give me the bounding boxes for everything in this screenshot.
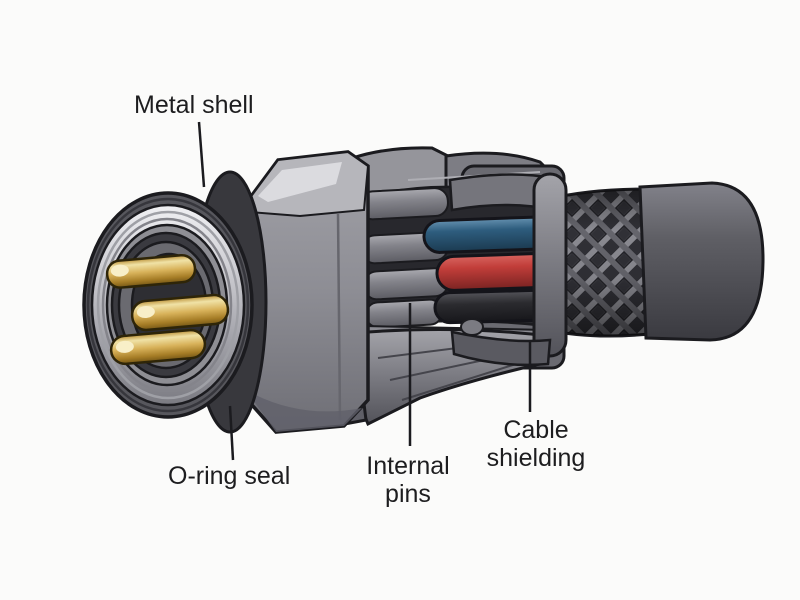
label-line: Internal — [366, 452, 450, 480]
pin-highlight — [115, 340, 134, 353]
internal-pin — [358, 187, 449, 221]
contact-pins — [105, 253, 230, 366]
label-cable-shielding: Cable shielding — [487, 416, 586, 472]
metal-shell-part — [242, 150, 370, 434]
label-line: shielding — [486, 444, 586, 472]
label-line: Cable — [503, 416, 569, 444]
cage-bottom-arm — [450, 330, 552, 367]
label-internal-pins: Internal pins — [366, 452, 449, 508]
pin-highlight — [136, 305, 155, 319]
gold-pin — [130, 293, 230, 332]
label-metal-shell: Metal shell — [134, 91, 254, 119]
label-line: pins — [385, 480, 431, 508]
face-outer-groove — [86, 197, 250, 413]
leader-metal-shell — [197, 121, 206, 188]
gold-pin — [109, 328, 207, 366]
gold-pin — [105, 253, 197, 289]
silver-groove — [101, 217, 233, 393]
hex-bottom-shade — [246, 390, 362, 432]
hex-facet-edge — [336, 213, 342, 421]
internal-pin — [364, 298, 443, 329]
cable-jacket — [638, 181, 765, 342]
leader-lines — [197, 121, 532, 461]
cage-ring — [532, 172, 568, 358]
leader-o-ring-seal — [228, 405, 235, 461]
hex-nut-chamfer-highlight — [258, 162, 342, 202]
clamp-screw — [460, 318, 484, 336]
cable-assembly — [539, 181, 765, 342]
pin-highlight — [110, 264, 129, 277]
silver-groove — [96, 210, 240, 400]
label-o-ring-seal: O-ring seal — [168, 462, 291, 490]
